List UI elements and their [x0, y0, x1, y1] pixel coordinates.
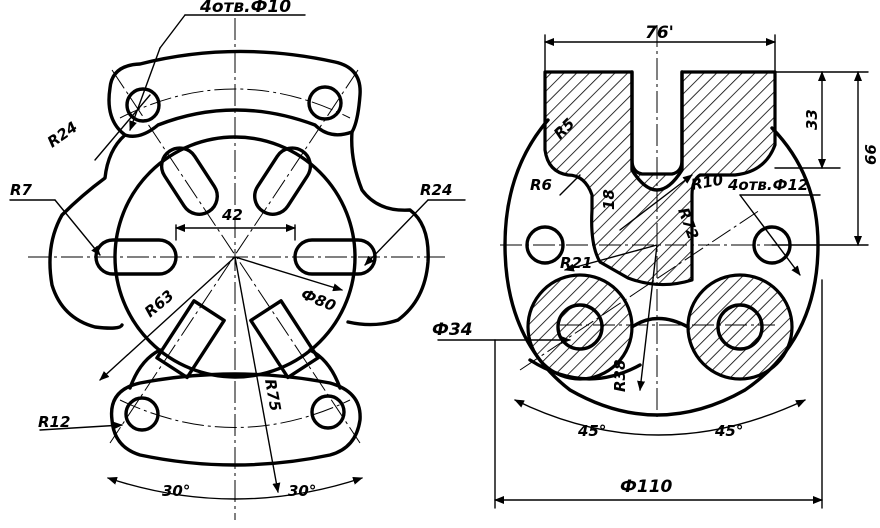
- slot-left: [94, 238, 178, 276]
- hole-top-left: [125, 87, 161, 123]
- boss-right-hole: [716, 303, 764, 351]
- yoke-section: [543, 70, 777, 287]
- label-d34: Ф34: [432, 320, 473, 340]
- label-r24-right: R24: [420, 181, 452, 199]
- hole-top-right: [307, 85, 343, 121]
- right-view: 76' 33 66 R5 R6 R10 18 R72 4отв.Ф12 R21 …: [432, 23, 880, 509]
- label-r63: R63: [141, 286, 177, 321]
- label-66: 66: [862, 144, 880, 165]
- label-r12: R12: [38, 413, 70, 431]
- hole-bottom-right: [310, 394, 346, 430]
- label-r6: R6: [530, 176, 552, 194]
- label-33: 33: [803, 109, 821, 130]
- slot-top-left: [159, 146, 219, 216]
- hole-bottom-left: [124, 396, 160, 432]
- left-bolt-circle: [119, 88, 351, 119]
- slot-bottom-left: [155, 299, 226, 380]
- label-76: 76': [645, 23, 674, 43]
- label-right-holes-note: 4отв.Ф12: [727, 176, 808, 194]
- label-r7: R7: [10, 181, 33, 199]
- hole-right-left: [525, 225, 565, 265]
- left-outer-contour: [48, 49, 430, 330]
- label-r38: R38: [611, 360, 629, 392]
- boss-right: [686, 273, 794, 381]
- label-angle-left-45: 45°: [577, 422, 606, 440]
- label-angle-right-30: 30°: [288, 482, 316, 500]
- boss-left-hole: [556, 303, 604, 351]
- label-d80: Ф80: [299, 285, 339, 315]
- right-main-disc: [503, 118, 820, 417]
- left-holes-note: 4отв.Ф10: [199, 0, 291, 17]
- label-r24-top: R24: [44, 118, 81, 151]
- slot-bottom-right: [249, 299, 320, 380]
- left-view: 4отв.Ф10 R24 R7 R24 42 R63 Ф80 R75 R12 3…: [9, 0, 466, 520]
- label-d110: Ф110: [620, 477, 673, 497]
- label-r10: R10: [690, 171, 725, 194]
- left-bottom-lobe: [109, 372, 362, 467]
- slot-right: [293, 238, 377, 276]
- label-angle-right-45: 45°: [714, 422, 743, 440]
- label-42: 42: [221, 206, 243, 224]
- label-18: 18: [600, 189, 618, 210]
- slot-top-right: [253, 146, 313, 216]
- label-r21: R21: [560, 254, 592, 272]
- label-angle-left-30: 30°: [162, 482, 190, 500]
- left-main-circle: [113, 135, 357, 379]
- label-r75: R75: [261, 378, 284, 413]
